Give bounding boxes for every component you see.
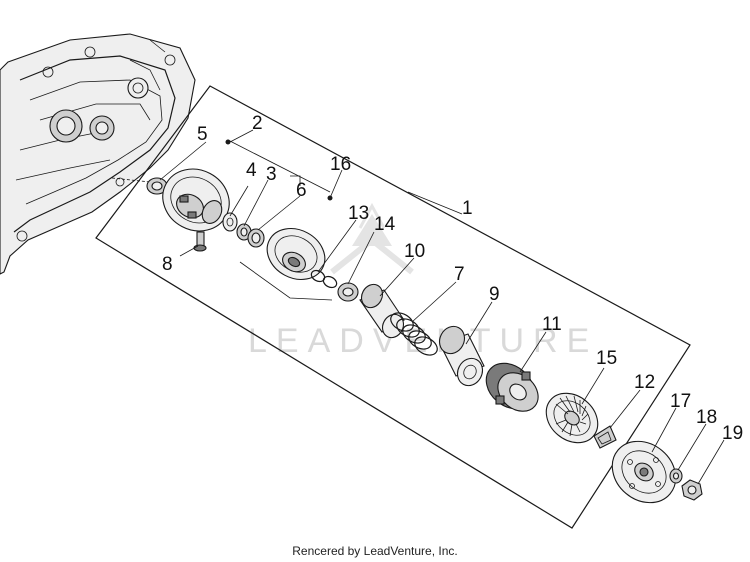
callout-7: 7 [454, 264, 465, 285]
callout-16: 16 [330, 154, 351, 175]
callout-8: 8 [162, 254, 173, 275]
callout-6: 6 [296, 180, 307, 201]
callout-4: 4 [246, 160, 257, 181]
assembly-axis [111, 177, 151, 183]
part-19-nut [681, 479, 703, 501]
part-7-spring [390, 312, 438, 356]
callout-12: 12 [634, 372, 655, 393]
assembly-boundary-box [95, 85, 691, 529]
part-6-bushing [247, 228, 265, 248]
part-13-o-ring [310, 269, 338, 289]
part-4-sleeve [201, 200, 238, 232]
part-12-clip [593, 425, 617, 449]
engine-crankcase [0, 33, 196, 275]
subassembly-bracket-16 [290, 175, 301, 186]
callout-15: 15 [596, 348, 617, 369]
callout-labels: 1 2 3 4 5 6 7 8 9 10 11 12 13 14 15 16 1… [162, 113, 743, 444]
subassembly-bracket-2 [227, 139, 331, 193]
callout-2: 2 [252, 113, 263, 134]
part-10-collar [359, 283, 405, 339]
callout-5: 5 [197, 124, 208, 145]
watermark-logo [330, 202, 414, 275]
callout-9: 9 [489, 284, 500, 305]
part-3-washer [236, 223, 252, 241]
render-credit: Rencered by LeadVenture, Inc. [292, 544, 458, 558]
callout-10: 10 [404, 241, 425, 262]
part-9-spacer [438, 325, 485, 387]
callout-3: 3 [266, 164, 277, 185]
part-16-movable-face [266, 228, 326, 280]
part-14-seal [337, 282, 359, 302]
callout-19: 19 [722, 423, 743, 444]
callout-14: 14 [374, 214, 396, 235]
leader-lines [159, 129, 725, 485]
part-5-bearing [146, 177, 168, 195]
bracket-dot-left [225, 139, 231, 145]
part-8-bolt [193, 231, 207, 252]
exploded-parts-diagram: LEADVENTURE [0, 33, 743, 529]
callout-17: 17 [670, 391, 691, 412]
subassembly-bracket-lower [239, 261, 333, 301]
part-11-clutch [485, 362, 539, 412]
callout-11: 11 [542, 314, 562, 335]
callout-13: 13 [348, 203, 369, 224]
part-18-washer [669, 468, 683, 484]
callout-1: 1 [462, 198, 473, 219]
part-17-clutch-drum [611, 440, 677, 504]
callout-18: 18 [696, 407, 717, 428]
